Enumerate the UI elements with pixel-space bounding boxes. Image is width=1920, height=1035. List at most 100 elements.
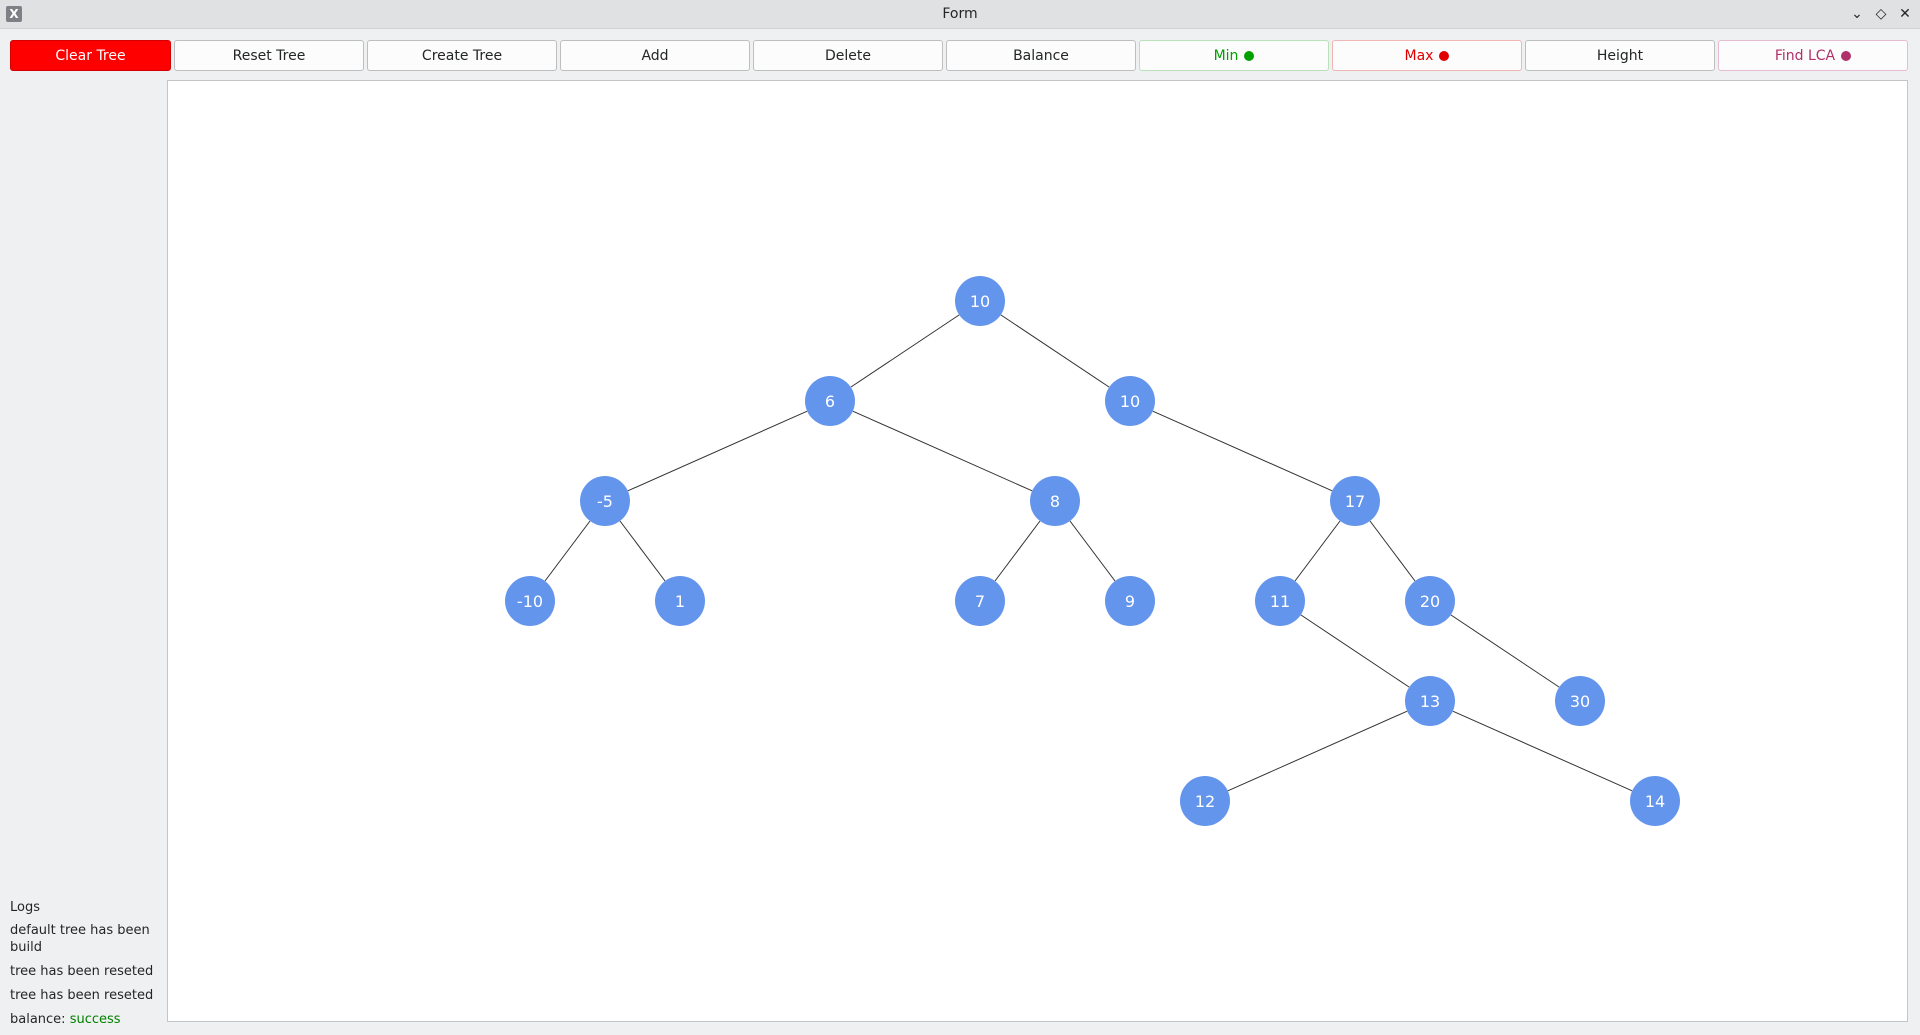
- tree-node-circle[interactable]: [955, 276, 1005, 326]
- reset-tree-button[interactable]: Reset Tree: [174, 40, 364, 71]
- tree-node-value: 8: [1050, 492, 1060, 511]
- tree-node-value: 6: [825, 392, 835, 411]
- tree-node-circle[interactable]: [1630, 776, 1680, 826]
- add-button[interactable]: Add: [560, 40, 750, 71]
- maximize-icon[interactable]: ◇: [1875, 6, 1887, 22]
- clear-tree-button[interactable]: Clear Tree: [10, 40, 171, 71]
- height-button[interactable]: Height: [1525, 40, 1715, 71]
- title-bar: X Form ⌄ ◇ ✕: [0, 0, 1920, 29]
- delete-button[interactable]: Delete: [753, 40, 943, 71]
- tree-node-circle[interactable]: [955, 576, 1005, 626]
- tree-edge: [1450, 614, 1560, 688]
- tree-node[interactable]: 13: [1405, 676, 1455, 726]
- tree-node[interactable]: 1: [655, 576, 705, 626]
- tree-edge: [994, 520, 1041, 582]
- window-title: Form: [942, 6, 978, 22]
- tree-node-circle[interactable]: [805, 376, 855, 426]
- height-label: Height: [1596, 47, 1644, 64]
- tree-node-circle[interactable]: [1030, 476, 1080, 526]
- tree-node-value: -5: [597, 492, 613, 511]
- tree-edge: [1227, 710, 1408, 792]
- tree-node-value: 11: [1270, 592, 1290, 611]
- tree-node-circle[interactable]: [580, 476, 630, 526]
- tree-node-circle[interactable]: [1105, 576, 1155, 626]
- max-indicator-dot: [1439, 50, 1450, 61]
- log-balance-prefix: balance:: [10, 1012, 66, 1027]
- create-tree-label: Create Tree: [421, 47, 503, 64]
- tree-node[interactable]: 8: [1030, 476, 1080, 526]
- tree-edge: [1300, 614, 1410, 688]
- balance-label: Balance: [1013, 47, 1069, 64]
- tree-node-circle[interactable]: [1555, 676, 1605, 726]
- tree-edge: [1000, 314, 1110, 388]
- tree-node[interactable]: 30: [1555, 676, 1605, 726]
- tree-node[interactable]: 12: [1180, 776, 1230, 826]
- tree-edge: [1369, 520, 1416, 582]
- log-balance-status: success: [69, 1012, 121, 1027]
- tree-node-value: 12: [1195, 792, 1215, 811]
- tree-node-circle[interactable]: [655, 576, 705, 626]
- log-entry: default tree has been build: [10, 923, 150, 955]
- logs-panel: Logs default tree has been build tree ha…: [10, 899, 160, 1035]
- balance-button[interactable]: Balance: [946, 40, 1136, 71]
- tree-edge: [1069, 520, 1116, 582]
- close-icon[interactable]: ✕: [1899, 6, 1911, 22]
- min-indicator-dot: [1244, 50, 1255, 61]
- tree-edge: [850, 314, 960, 388]
- minimize-icon[interactable]: ⌄: [1851, 6, 1863, 22]
- tree-node[interactable]: -10: [505, 576, 555, 626]
- sidebar: Logs default tree has been build tree ha…: [0, 80, 166, 1035]
- tree-edge: [619, 520, 666, 582]
- tree-node-circle[interactable]: [1105, 376, 1155, 426]
- tree-node[interactable]: 14: [1630, 776, 1680, 826]
- create-tree-button[interactable]: Create Tree: [367, 40, 557, 71]
- min-button[interactable]: Min: [1139, 40, 1329, 71]
- add-label: Add: [641, 47, 669, 64]
- tree-node-circle[interactable]: [505, 576, 555, 626]
- tree-node-value: 1: [675, 592, 685, 611]
- delete-label: Delete: [825, 47, 871, 64]
- tree-node[interactable]: 17: [1330, 476, 1380, 526]
- tree-node-circle[interactable]: [1405, 576, 1455, 626]
- logs-title: Logs: [10, 900, 40, 915]
- tree-edge: [544, 520, 591, 582]
- tree-node[interactable]: 7: [955, 576, 1005, 626]
- app-icon: X: [6, 6, 22, 22]
- toolbar: Clear Tree Reset Tree Create Tree Add De…: [10, 40, 1910, 72]
- tree-node-value: -10: [517, 592, 543, 611]
- log-entry-balance: balance: success: [10, 1011, 160, 1028]
- tree-node-value: 10: [1120, 392, 1140, 411]
- tree-node-circle[interactable]: [1180, 776, 1230, 826]
- tree-node-value: 10: [970, 292, 990, 311]
- clear-tree-label: Clear Tree: [55, 47, 126, 64]
- tree-node-circle[interactable]: [1405, 676, 1455, 726]
- tree-node[interactable]: 11: [1255, 576, 1305, 626]
- lca-indicator-dot: [1841, 50, 1852, 61]
- min-label: Min: [1213, 47, 1239, 64]
- tree-edge: [852, 410, 1033, 492]
- tree-edge: [1152, 410, 1333, 492]
- tree-node-value: 9: [1125, 592, 1135, 611]
- max-label: Max: [1404, 47, 1434, 64]
- tree-edge: [1294, 520, 1341, 582]
- log-entry: tree has been reseted: [10, 964, 154, 979]
- find-lca-button[interactable]: Find LCA: [1718, 40, 1908, 71]
- reset-tree-label: Reset Tree: [232, 47, 306, 64]
- tree-node[interactable]: 6: [805, 376, 855, 426]
- tree-node-value: 13: [1420, 692, 1440, 711]
- tree-node[interactable]: -5: [580, 476, 630, 526]
- tree-node[interactable]: 10: [955, 276, 1005, 326]
- tree-node-value: 30: [1570, 692, 1590, 711]
- tree-node[interactable]: 20: [1405, 576, 1455, 626]
- tree-node-value: 14: [1645, 792, 1665, 811]
- tree-node-value: 7: [975, 592, 985, 611]
- tree-node-circle[interactable]: [1330, 476, 1380, 526]
- tree-node-value: 20: [1420, 592, 1440, 611]
- tree-node[interactable]: 10: [1105, 376, 1155, 426]
- max-button[interactable]: Max: [1332, 40, 1522, 71]
- tree-node-circle[interactable]: [1255, 576, 1305, 626]
- tree-node-value: 17: [1345, 492, 1365, 511]
- tree-node[interactable]: 9: [1105, 576, 1155, 626]
